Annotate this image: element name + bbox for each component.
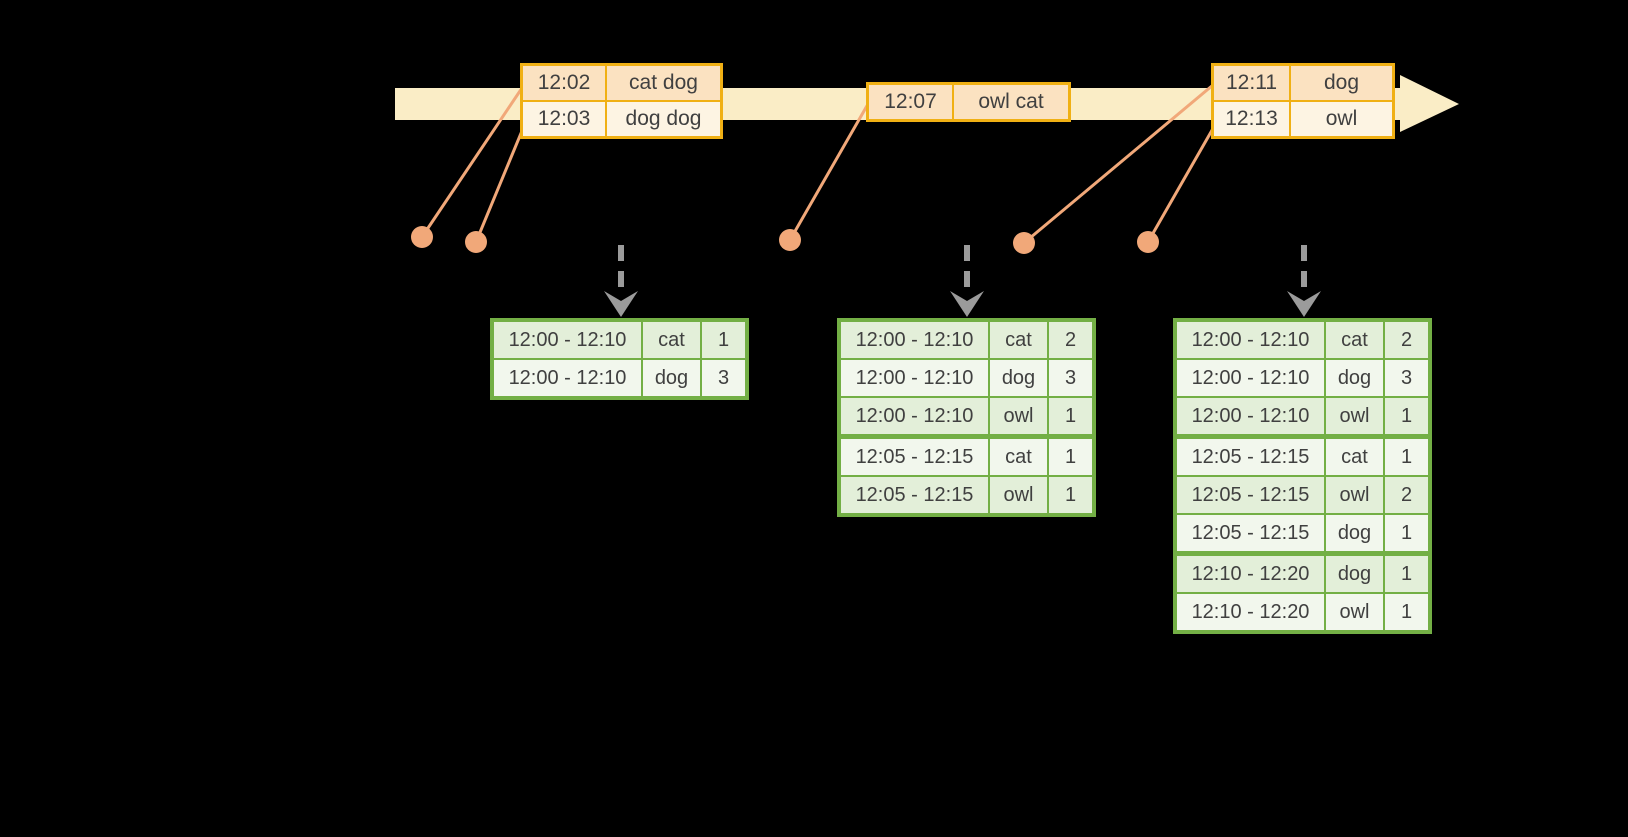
count-cell: 1 bbox=[702, 322, 745, 358]
trigger-arrowhead-icon bbox=[950, 291, 984, 317]
window-cell: 12:00 - 12:10 bbox=[494, 322, 641, 358]
event-words-cell: dog dog bbox=[607, 102, 720, 136]
trigger-arrow-icon bbox=[1287, 245, 1321, 317]
word-cell: cat bbox=[990, 439, 1047, 475]
window-cell: 12:00 - 12:10 bbox=[494, 360, 641, 396]
word-cell: dog bbox=[1326, 360, 1383, 396]
event-connector-line bbox=[1146, 124, 1217, 243]
event-time-cell: 12:13 bbox=[1214, 102, 1289, 136]
window-cell: 12:00 - 12:10 bbox=[841, 360, 988, 396]
event-words-cell: dog bbox=[1291, 66, 1392, 100]
word-cell: cat bbox=[990, 322, 1047, 358]
event-marker-dots bbox=[411, 226, 1159, 254]
window-cell: 12:00 - 12:10 bbox=[841, 322, 988, 358]
count-cell: 2 bbox=[1385, 477, 1428, 513]
word-cell: owl bbox=[1326, 398, 1383, 434]
count-cell: 1 bbox=[1385, 398, 1428, 434]
input-events-table-1: 12:02 cat dog 12:03 dog dog bbox=[520, 63, 723, 139]
event-time-cell: 12:03 bbox=[523, 102, 605, 136]
result-counts-table-2: 12:00 - 12:10 cat 2 12:00 - 12:10 dog 3 … bbox=[837, 318, 1096, 517]
event-marker-dot bbox=[1137, 231, 1159, 253]
word-cell: owl bbox=[990, 398, 1047, 434]
event-words-cell: owl cat bbox=[954, 85, 1068, 119]
window-cell: 12:05 - 12:15 bbox=[841, 439, 988, 475]
count-cell: 3 bbox=[1385, 360, 1428, 396]
count-cell: 1 bbox=[1049, 398, 1092, 434]
trigger-arrow-icon bbox=[604, 245, 638, 317]
event-marker-dot bbox=[465, 231, 487, 253]
event-connector-line bbox=[1023, 83, 1214, 245]
result-counts-table-1: 12:00 - 12:10 cat 1 12:00 - 12:10 dog 3 bbox=[490, 318, 749, 400]
trigger-arrowhead-icon bbox=[604, 291, 638, 317]
input-events-table-3: 12:11 dog 12:13 owl bbox=[1211, 63, 1395, 139]
event-time-cell: 12:11 bbox=[1214, 66, 1289, 100]
window-cell: 12:05 - 12:15 bbox=[1177, 477, 1324, 513]
count-cell: 1 bbox=[1049, 439, 1092, 475]
word-cell: owl bbox=[1326, 477, 1383, 513]
count-cell: 2 bbox=[1049, 322, 1092, 358]
word-cell: dog bbox=[643, 360, 700, 396]
window-cell: 12:00 - 12:10 bbox=[841, 398, 988, 434]
count-cell: 3 bbox=[1049, 360, 1092, 396]
count-cell: 1 bbox=[1385, 439, 1428, 475]
event-connector-line bbox=[420, 87, 524, 238]
trigger-arrow-icon bbox=[950, 245, 984, 317]
word-cell: owl bbox=[990, 477, 1047, 513]
result-counts-table-3: 12:00 - 12:10 cat 2 12:00 - 12:10 dog 3 … bbox=[1173, 318, 1432, 634]
count-cell: 3 bbox=[702, 360, 745, 396]
event-connector-line bbox=[788, 103, 870, 241]
word-cell: dog bbox=[990, 360, 1047, 396]
trigger-arrowhead-icon bbox=[1287, 291, 1321, 317]
window-group-divider bbox=[841, 436, 1092, 437]
event-words-cell: cat dog bbox=[607, 66, 720, 100]
window-cell: 12:05 - 12:15 bbox=[1177, 515, 1324, 551]
count-cell: 1 bbox=[1385, 594, 1428, 630]
word-cell: cat bbox=[1326, 322, 1383, 358]
timeline-arrowhead-icon bbox=[1400, 75, 1459, 132]
window-cell: 12:00 - 12:10 bbox=[1177, 360, 1324, 396]
event-words-cell: owl bbox=[1291, 102, 1392, 136]
word-cell: dog bbox=[1326, 515, 1383, 551]
word-cell: dog bbox=[1326, 556, 1383, 592]
event-marker-dot bbox=[1013, 232, 1035, 254]
word-cell: cat bbox=[1326, 439, 1383, 475]
event-marker-dot bbox=[411, 226, 433, 248]
event-time-cell: 12:07 bbox=[869, 85, 952, 119]
event-connector-line bbox=[474, 125, 526, 243]
input-events-table-2: 12:07 owl cat bbox=[866, 82, 1071, 122]
window-cell: 12:00 - 12:10 bbox=[1177, 398, 1324, 434]
event-marker-dot bbox=[779, 229, 801, 251]
event-time-cell: 12:02 bbox=[523, 66, 605, 100]
window-group-divider bbox=[1177, 553, 1428, 554]
window-cell: 12:05 - 12:15 bbox=[841, 477, 988, 513]
window-cell: 12:05 - 12:15 bbox=[1177, 439, 1324, 475]
window-cell: 12:10 - 12:20 bbox=[1177, 594, 1324, 630]
count-cell: 2 bbox=[1385, 322, 1428, 358]
word-cell: cat bbox=[643, 322, 700, 358]
window-cell: 12:10 - 12:20 bbox=[1177, 556, 1324, 592]
event-connector-lines bbox=[420, 83, 1217, 245]
window-cell: 12:00 - 12:10 bbox=[1177, 322, 1324, 358]
word-cell: owl bbox=[1326, 594, 1383, 630]
count-cell: 1 bbox=[1385, 556, 1428, 592]
count-cell: 1 bbox=[1049, 477, 1092, 513]
window-group-divider bbox=[1177, 436, 1428, 437]
count-cell: 1 bbox=[1385, 515, 1428, 551]
